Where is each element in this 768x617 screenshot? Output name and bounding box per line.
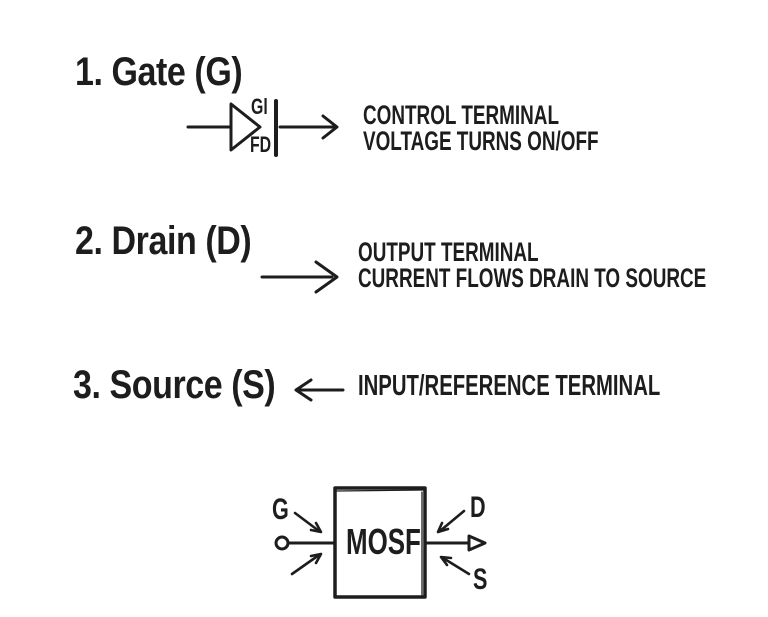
gate-pointer-arrow-icon xyxy=(293,511,323,534)
source-description-line-1: INPUT/REFERENCE TERMINAL xyxy=(358,370,661,402)
gate-description: CONTROL TERMINAL VOLTAGE TURNS ON/OFF xyxy=(363,100,599,156)
gate-description-line-1: CONTROL TERMINAL xyxy=(363,100,559,130)
mosfet-block-diagram xyxy=(274,486,487,599)
drain-pointer-arrow-icon xyxy=(436,509,466,534)
section-1-heading: 1. Gate (G) xyxy=(75,50,243,94)
section-3-heading: 3. Source (S) xyxy=(73,363,276,407)
output-arrowhead-icon xyxy=(467,534,487,552)
lower-left-pointer-arrow-icon xyxy=(290,552,323,576)
section-2-heading: 2. Drain (D) xyxy=(75,219,252,263)
mosfet-box-label: MOSF xyxy=(346,521,421,562)
gate-symbol-bottom-label: FD xyxy=(250,132,272,157)
drain-terminal-label: D xyxy=(470,491,486,524)
source-pointer-arrow-icon xyxy=(439,555,471,576)
drain-description-line-1: OUTPUT TERMINAL xyxy=(358,237,539,267)
gate-terminal-label: G xyxy=(272,493,289,526)
source-description: INPUT/REFERENCE TERMINAL xyxy=(358,370,661,402)
gate-symbol-top-label: Gl xyxy=(251,94,268,119)
drain-description-line-2: CURRENT FLOWS DRAIN TO SOURCE xyxy=(358,263,707,293)
gate-terminal-circle-icon xyxy=(274,535,290,551)
drain-right-arrow-icon xyxy=(260,260,339,294)
drain-description: OUTPUT TERMINAL CURRENT FLOWS DRAIN TO S… xyxy=(358,237,707,293)
gate-symbol-icon xyxy=(186,99,339,157)
source-terminal-label: S xyxy=(473,563,488,596)
source-left-arrow-icon xyxy=(294,378,345,402)
gate-description-line-2: VOLTAGE TURNS ON/OFF xyxy=(363,126,599,156)
